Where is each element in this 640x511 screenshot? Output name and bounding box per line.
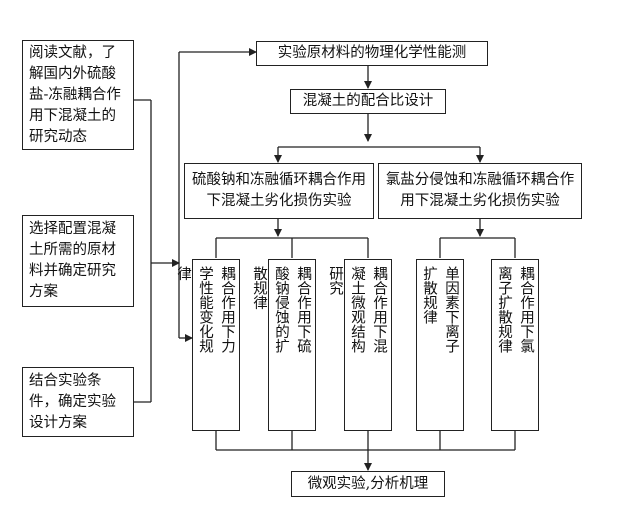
left-box-literature-text: 阅读文献，了解国内外硫酸盐-冻融耦合作用下混凝土的研究动态 [29,44,121,145]
left-box-materials-text: 选择配置混凝土所需的原材料并确定研究方案 [29,221,116,300]
final-analysis-box: 微观实验,分析机理 [291,471,445,497]
law-mechanical-text: 耦合作用下力学性能变化规律 [175,266,235,353]
law-single-factor-text: 单因素下离子扩散规律 [421,266,459,353]
mix-design-text: 混凝土的配合比设计 [302,93,434,109]
law-box-microstructure: 耦合作用下混凝土微观结构研究 [327,259,392,431]
law-box-single-factor: 单因素下离子扩散规律 [416,259,464,431]
physical-test-box: 实验原材料的物理化学性能测 [256,41,488,66]
law-box-mechanical: 耦合作用下力学性能变化规律 [175,259,240,431]
left-box-materials: 选择配置混凝土所需的原材料并确定研究方案 [22,215,134,307]
physical-test-text: 实验原材料的物理化学性能测 [277,45,467,61]
mix-design-box: 混凝土的配合比设计 [290,89,446,114]
sulfate-experiment-text: 硫酸钠和冻融循环耦合作用下混凝土劣化损伤实验 [192,172,366,209]
left-box-conditions-text: 结合实验条件，确定实验设计方案 [29,372,116,431]
law-chloride-diffusion-text: 耦合作用下氯离子扩散规律 [496,266,534,353]
law-box-sulfate-diffusion: 耦合作用下硫酸钠侵蚀的扩散规律 [251,259,316,431]
left-box-literature: 阅读文献，了解国内外硫酸盐-冻融耦合作用下混凝土的研究动态 [22,40,134,150]
sulfate-experiment-box: 硫酸钠和冻融循环耦合作用下混凝土劣化损伤实验 [184,163,374,219]
chloride-experiment-text: 氯盐分侵蚀和冻融循环耦合作用下混凝土劣化损伤实验 [385,172,575,209]
law-microstructure-text: 耦合作用下混凝土微观结构研究 [327,266,387,353]
left-box-conditions: 结合实验条件，确定实验设计方案 [22,367,134,437]
law-box-chloride-diffusion: 耦合作用下氯离子扩散规律 [491,259,539,431]
final-analysis-text: 微观实验,分析机理 [307,475,429,492]
chloride-experiment-box: 氯盐分侵蚀和冻融循环耦合作用下混凝土劣化损伤实验 [378,163,582,219]
law-sulfate-diffusion-text: 耦合作用下硫酸钠侵蚀的扩散规律 [251,266,311,353]
